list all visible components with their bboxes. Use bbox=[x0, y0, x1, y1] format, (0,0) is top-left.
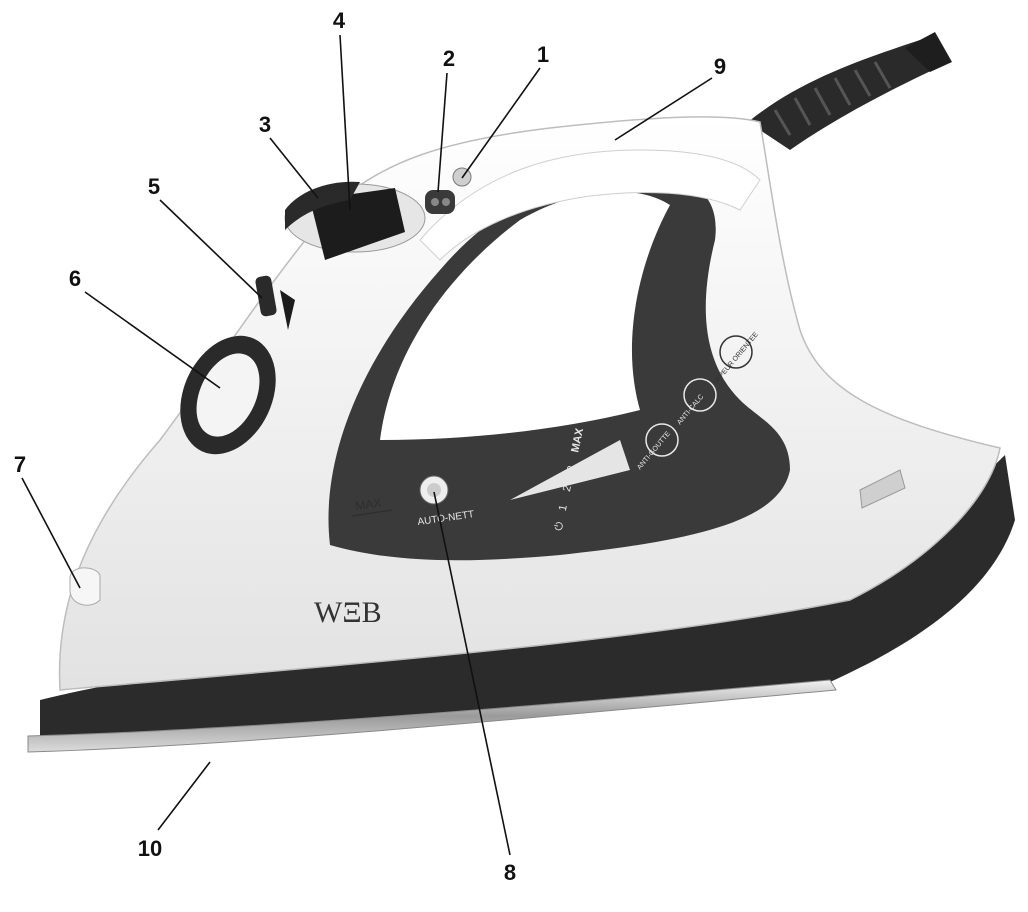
side-window bbox=[859, 469, 906, 509]
burst-button[interactable] bbox=[162, 320, 294, 470]
callout-1: 1 bbox=[537, 42, 549, 67]
steam-dial[interactable] bbox=[284, 181, 426, 260]
self-clean-button[interactable] bbox=[419, 475, 449, 505]
leader-2 bbox=[437, 72, 448, 193]
leader-1 bbox=[461, 67, 541, 179]
power-cord bbox=[748, 32, 952, 150]
callout-5: 5 bbox=[148, 174, 160, 199]
leader-3 bbox=[269, 137, 319, 199]
callout-6: 6 bbox=[69, 266, 81, 291]
soleplate-rim bbox=[27, 679, 837, 753]
callout-4: 4 bbox=[333, 8, 346, 33]
brand-logo: WΞB bbox=[314, 596, 382, 629]
leader-8 bbox=[433, 491, 511, 856]
callout-numbers: 1 2 3 4 5 6 7 8 9 10 bbox=[14, 8, 726, 885]
spray-lever[interactable] bbox=[255, 275, 295, 330]
leader-10 bbox=[157, 761, 211, 831]
callout-10: 10 bbox=[138, 836, 162, 861]
leader-6 bbox=[84, 291, 221, 389]
leader-9 bbox=[614, 77, 713, 141]
steam-scale-2: 2 bbox=[561, 484, 574, 492]
leader-4 bbox=[339, 34, 351, 211]
leader-7 bbox=[21, 477, 81, 589]
steam-scale-max: MAX bbox=[569, 427, 586, 454]
steam-scale-1: 1 bbox=[557, 504, 570, 512]
steam-wedge bbox=[510, 440, 630, 500]
callout-8: 8 bbox=[504, 860, 516, 885]
callout-3: 3 bbox=[259, 112, 271, 137]
max-fill-mark: MAX bbox=[354, 495, 382, 512]
spray-nozzle bbox=[69, 567, 101, 606]
handle-opening bbox=[380, 191, 670, 440]
leader-5 bbox=[159, 199, 263, 299]
callout-9: 9 bbox=[714, 54, 726, 79]
indicator-lights bbox=[425, 190, 455, 214]
callout-2: 2 bbox=[443, 46, 455, 71]
steam-scale-off: ⏻ bbox=[553, 521, 567, 532]
callout-7: 7 bbox=[14, 452, 26, 477]
handle-arch bbox=[419, 149, 761, 261]
leader-lines bbox=[21, 34, 713, 856]
